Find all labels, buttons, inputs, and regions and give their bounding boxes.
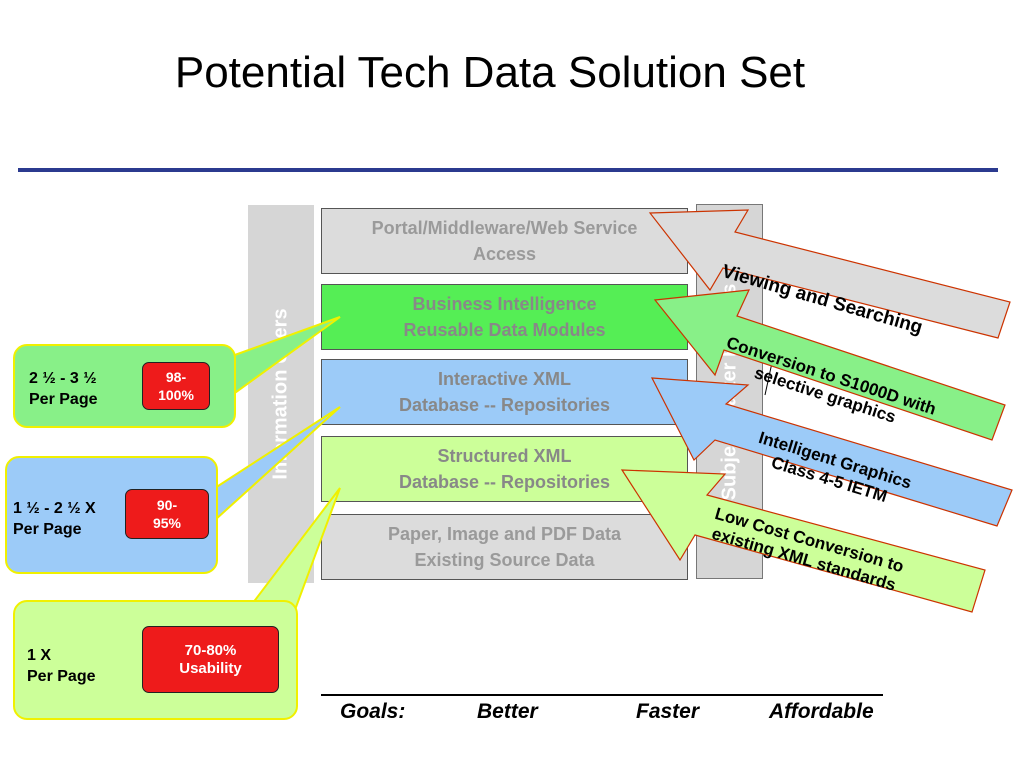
- callout-green-line2: Per Page: [29, 391, 98, 408]
- callout-green-line1: 2 ½ - 3 ½: [29, 370, 97, 387]
- goal-faster: Faster: [636, 700, 700, 723]
- callout-blue-line1: 1 ½ - 2 ½ X: [13, 500, 96, 517]
- goals-underline: [321, 694, 883, 696]
- badge-blue-line1: 90-: [156, 497, 178, 513]
- layer-paper-image-pdf-line2: Existing Source Data: [414, 550, 595, 570]
- arrow-viewing-searching: [648, 209, 1011, 339]
- layer-portal: Portal/Middleware/Web Service Access: [321, 208, 688, 274]
- layer-business-intelligence: Business Intelligence Reusable Data Modu…: [321, 284, 688, 350]
- layer-portal-line2: Access: [472, 244, 537, 264]
- title-divider: [18, 168, 998, 172]
- layer-portal-line1: Portal/Middleware/Web Service: [371, 218, 638, 238]
- callout-lightgreen-line2: Per Page: [27, 668, 96, 685]
- badge-lightgreen-line1: 70-80%: [184, 641, 237, 659]
- goals-label: Goals:: [340, 700, 406, 723]
- arrow-intelligent-graphics: [650, 377, 1013, 527]
- layer-structured-xml: Structured XML Database -- Repositories: [321, 436, 688, 502]
- badge-green-line1: 98-: [165, 369, 187, 385]
- badge-lightgreen: 70-80% Usability: [142, 626, 279, 693]
- callout-lightgreen-line1: 1 X: [27, 647, 52, 664]
- badge-green: 98- 100%: [142, 362, 210, 410]
- layer-interactive-xml-line1: Interactive XML: [437, 369, 572, 389]
- layer-paper-image-pdf: Paper, Image and PDF Data Existing Sourc…: [321, 514, 688, 580]
- callout-blue-text: 1 ½ - 2 ½ X Per Page: [13, 498, 96, 540]
- layer-business-intelligence-line1: Business Intelligence: [412, 294, 597, 314]
- information-users-bar: Information Users: [248, 205, 314, 583]
- layer-business-intelligence-line2: Reusable Data Modules: [403, 320, 606, 340]
- layer-paper-image-pdf-line1: Paper, Image and PDF Data: [387, 524, 622, 544]
- goal-affordable: Affordable: [769, 700, 874, 723]
- badge-lightgreen-line2: Usability: [179, 659, 242, 677]
- layer-interactive-xml: Interactive XML Database -- Repositories: [321, 359, 688, 425]
- badge-blue-line2: 95%: [152, 515, 182, 531]
- callout-blue-line2: Per Page: [13, 521, 82, 538]
- layer-interactive-xml-line2: Database -- Repositories: [398, 395, 611, 415]
- slide-title: Potential Tech Data Solution Set: [174, 48, 806, 97]
- badge-blue: 90- 95%: [125, 489, 209, 539]
- callout-lightgreen-text: 1 X Per Page: [27, 645, 95, 687]
- goal-better: Better: [477, 700, 538, 723]
- layer-structured-xml-line2: Database -- Repositories: [398, 472, 611, 492]
- badge-green-line2: 100%: [158, 387, 194, 403]
- layer-structured-xml-line1: Structured XML: [437, 446, 572, 466]
- arrow-conversion-s1000d: [653, 289, 1006, 441]
- arrow-low-cost-conversion: [620, 469, 986, 613]
- callout-green-text: 2 ½ - 3 ½ Per Page: [29, 368, 97, 410]
